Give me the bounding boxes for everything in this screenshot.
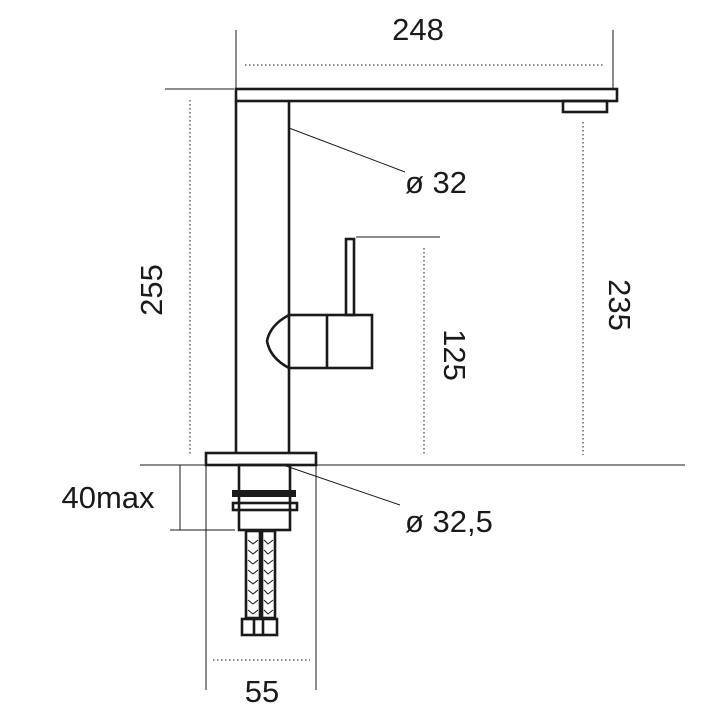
lever bbox=[344, 237, 356, 317]
spout-height-dimension: 235 bbox=[582, 122, 637, 455]
handle-height-label: 125 bbox=[437, 329, 472, 381]
faucet-body bbox=[204, 87, 619, 467]
total-height-label: 255 bbox=[134, 264, 169, 316]
hole-diameter-dimension: ø 32,5 bbox=[282, 464, 493, 539]
body-diameter-dimension: ø 32 bbox=[288, 127, 467, 200]
hose-nut bbox=[240, 617, 279, 637]
handle-body bbox=[287, 313, 374, 370]
body-diameter-label: ø 32 bbox=[405, 165, 467, 200]
spout-height-label: 235 bbox=[602, 279, 637, 331]
counter-thickness-dimension: 40max bbox=[61, 465, 235, 531]
handle-height-dimension: 125 bbox=[356, 236, 472, 455]
hole-diameter-label: ø 32,5 bbox=[405, 504, 493, 539]
spout-reach-dimension: 248 bbox=[235, 12, 614, 88]
total-height-dimension: 255 bbox=[134, 88, 234, 455]
aerator bbox=[561, 99, 609, 114]
base-width-label: 55 bbox=[245, 674, 279, 709]
base-plate bbox=[204, 451, 318, 467]
under-counter-fitting bbox=[231, 463, 299, 637]
spout-reach-label: 248 bbox=[392, 12, 444, 47]
handle-cap bbox=[265, 313, 290, 370]
counter-thickness-label: 40max bbox=[61, 480, 155, 515]
base-width-dimension: 55 bbox=[205, 465, 317, 709]
